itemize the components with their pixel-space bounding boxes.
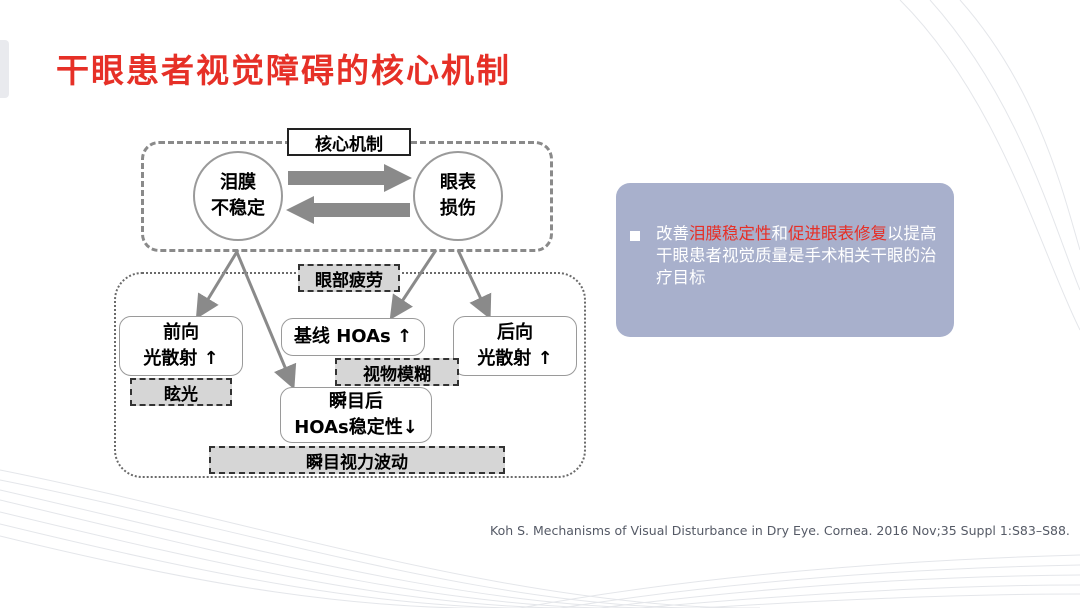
post-blink-line-2: HOAs稳定性↓	[294, 417, 418, 438]
tear-film-line-2: 不稳定	[211, 198, 265, 219]
left-arrow-icon	[286, 196, 410, 224]
ocular-surface-line-2: 损伤	[440, 198, 476, 219]
right-arrow-icon	[288, 164, 412, 192]
goal-highlight-ocular-surface-repair: 促进眼表修复	[788, 224, 887, 243]
backward-scatter-node: 后向 光散射 ↑	[453, 316, 577, 376]
goal-text-rest: 以提高干眼患者视觉质量是手术相关干眼的治疗目标	[656, 224, 937, 287]
treatment-goal-text: 改善泪膜稳定性和促进眼表修复以提高干眼患者视觉质量是手术相关干眼的治疗目标	[656, 223, 940, 289]
left-edge-tab	[0, 40, 9, 98]
core-mechanism-label: 核心机制	[287, 128, 411, 156]
tear-film-line-1: 泪膜	[220, 172, 256, 193]
forward-scatter-node: 前向 光散射 ↑	[119, 316, 243, 376]
post-blink-hoas-node: 瞬目后 HOAs稳定性↓	[280, 387, 432, 443]
baseline-hoas-node: 基线 HOAs ↑	[281, 318, 425, 356]
ocular-surface-line-1: 眼表	[440, 172, 476, 193]
page-title: 干眼患者视觉障碍的核心机制	[56, 51, 511, 90]
backward-scatter-line-1: 后向	[497, 322, 533, 343]
ocular-surface-damage-node: 眼表 损伤	[413, 151, 503, 241]
backward-scatter-line-2: 光散射 ↑	[477, 348, 553, 369]
post-blink-line-1: 瞬目后	[329, 391, 383, 412]
eye-fatigue-tag: 眼部疲劳	[298, 264, 400, 292]
goal-text-improve: 改善	[656, 224, 689, 243]
treatment-goal-card: 改善泪膜稳定性和促进眼表修复以提高干眼患者视觉质量是手术相关干眼的治疗目标	[616, 183, 954, 337]
forward-scatter-line-2: 光散射 ↑	[143, 348, 219, 369]
forward-scatter-line-1: 前向	[163, 322, 199, 343]
goal-highlight-tear-film-stability: 泪膜稳定性	[689, 224, 772, 243]
bullet-square-icon	[630, 231, 640, 241]
goal-text-and: 和	[771, 224, 789, 243]
blurred-vision-tag: 视物模糊	[335, 358, 459, 386]
glare-tag: 眩光	[130, 378, 232, 406]
tear-film-instability-node: 泪膜 不稳定	[193, 151, 283, 241]
citation-text: Koh S. Mechanisms of Visual Disturbance …	[490, 523, 1070, 538]
post-blink-fluctuation-tag: 瞬目视力波动	[209, 446, 505, 474]
